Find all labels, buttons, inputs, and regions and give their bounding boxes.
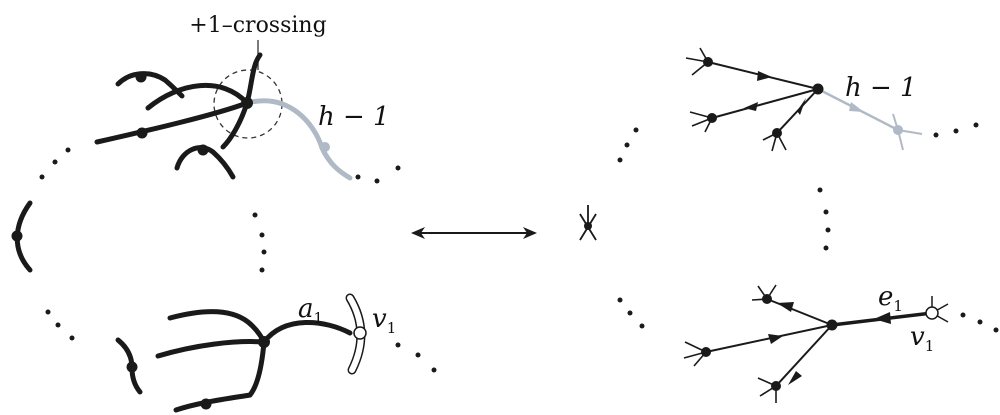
crossing-label: +1–crossing	[189, 13, 326, 38]
star-center-vertex	[812, 83, 824, 95]
right-v1-label: v1	[910, 322, 934, 355]
left-v1-label: v1	[372, 304, 396, 337]
vertex-v1-right	[925, 306, 939, 320]
arc-node	[135, 71, 147, 83]
half-edges	[683, 284, 777, 403]
bottom-upper-arc	[167, 309, 267, 345]
vertex-v1-left	[353, 326, 367, 340]
lower-star	[705, 298, 833, 387]
arc-a1-label: a1	[298, 294, 323, 327]
faded-half-edges	[892, 113, 923, 151]
arc-node	[200, 398, 212, 410]
right-configuration: h − 1	[579, 47, 999, 403]
arc-node	[136, 127, 148, 139]
isolated-vertex	[584, 222, 592, 230]
faded-edge-node	[320, 142, 330, 152]
right-h-minus-1-label: h − 1	[845, 73, 917, 103]
lower-star-center	[826, 319, 838, 331]
ellipsis-dots	[39, 147, 437, 373]
lower-arrowheads	[768, 302, 891, 385]
junction-vertex	[258, 336, 270, 348]
ellipsis-dots	[617, 122, 999, 333]
lower-hook-arc	[174, 145, 236, 180]
crossing-strand	[220, 100, 250, 150]
bottom-down-arc	[247, 339, 267, 398]
arc-node	[197, 144, 209, 156]
faded-arrowhead	[849, 102, 864, 112]
top-long-arc	[145, 82, 250, 111]
bottom-lower-arc	[173, 392, 253, 413]
upper-arrowheads	[744, 71, 806, 115]
half-edges	[685, 47, 787, 152]
edge-e1-label: e1	[878, 282, 903, 315]
arc-node	[11, 230, 23, 242]
left-h-minus-1-label: h − 1	[318, 102, 390, 132]
upper-star	[707, 61, 819, 134]
arc-node	[126, 361, 138, 373]
left-configuration: +1–crossing h − 1 a1 v1	[11, 13, 437, 413]
